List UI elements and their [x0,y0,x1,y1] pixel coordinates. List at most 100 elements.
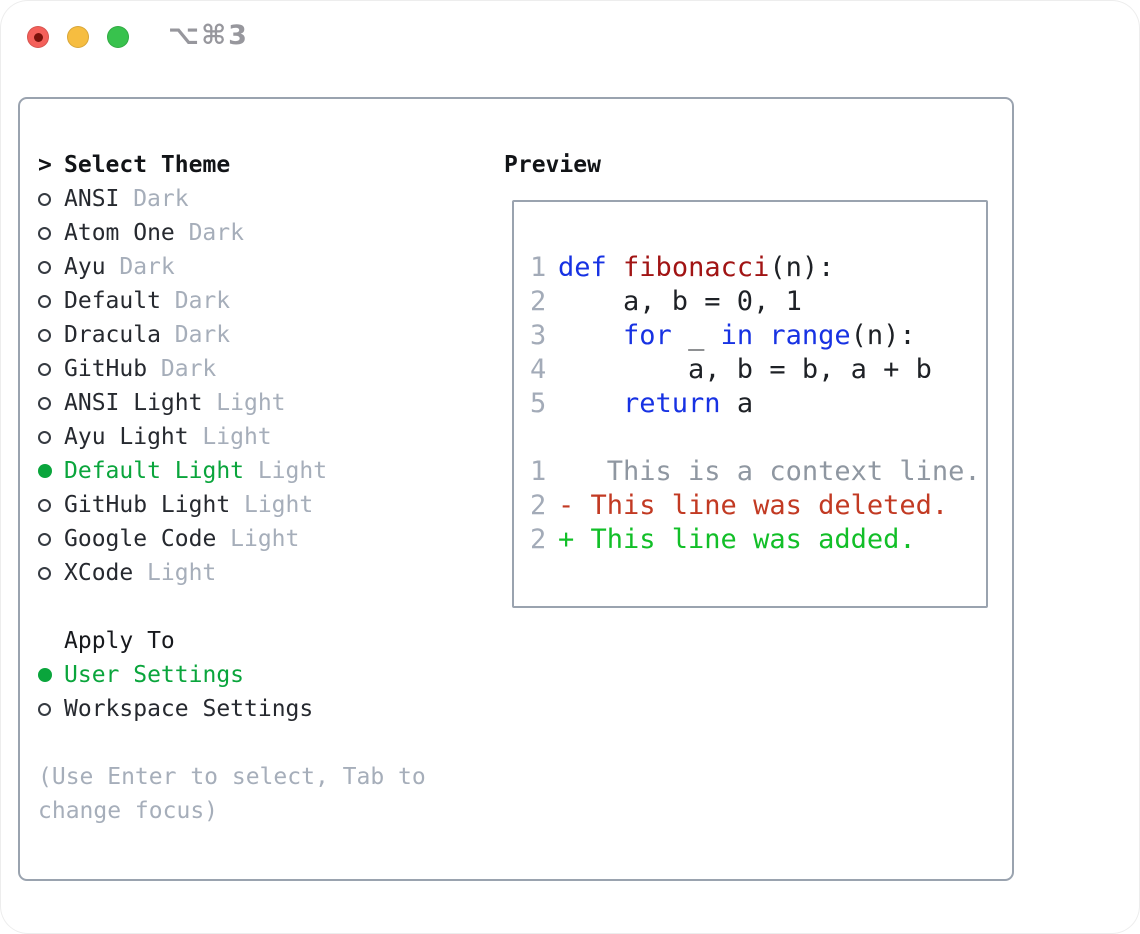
theme-name: Atom One [64,220,175,246]
line-number: 1 [530,251,547,283]
spacer [38,726,498,760]
line-number: 3 [530,319,547,351]
radio-unselected-icon [38,226,51,240]
radio-unselected-icon [38,328,51,342]
radio-marker [38,226,64,240]
code-segment-plain [607,252,623,283]
preview-line: 3 for _ in range(n): [530,318,986,352]
line-number: 4 [530,353,547,385]
radio-unselected-icon [38,260,51,274]
theme-name: GitHub [64,356,148,382]
code-segment-plain: (n): [850,319,916,351]
spacer [38,590,498,624]
code-segment-plain: a [720,387,754,419]
close-button[interactable] [27,26,49,48]
preview-line: 1 def fibonacci(n): [530,250,986,284]
radio-unselected-icon [38,566,51,580]
preview-line: 2+ This line was added. [530,522,986,556]
theme-name: ANSI [64,186,120,212]
radio-marker [38,702,64,716]
minimize-button[interactable] [67,26,89,48]
theme-option[interactable]: GitHub Light Light [38,488,498,522]
apply-option-label: Workspace Settings [64,696,314,722]
code-segment-plain: _ [671,319,721,351]
radio-marker [38,362,64,376]
window-title: ⌥⌘3 [168,20,249,51]
radio-unselected-icon [38,430,51,444]
theme-name: Default [64,288,161,314]
code-segment-keyword: in [720,319,754,351]
line-content: def fibonacci(n): [558,252,834,283]
line-content: This is a context line. [558,456,981,487]
line-content: a, b = 0, 1 [558,286,802,317]
apply-option[interactable]: Workspace Settings [38,692,498,726]
radio-unselected-icon [38,532,51,546]
theme-option[interactable]: Atom One Dark [38,216,498,250]
radio-marker [38,328,64,342]
line-content: a, b = b, a + b [558,354,932,385]
code-segment-keyword: def [558,251,607,283]
line-content: for _ in range(n): [558,320,916,351]
code-segment-context: This is a context line. [558,455,981,487]
code-segment-deleted: - This line was deleted. [558,489,949,521]
theme-option[interactable]: ANSI Dark [38,182,498,216]
theme-name: Ayu Light [64,424,189,450]
theme-option[interactable]: GitHub Dark [38,352,498,386]
code-segment-plain: a, b = b, a + b [558,353,932,385]
theme-name: GitHub Light [64,492,231,518]
theme-variant-tag: Dark [133,186,189,212]
radio-selected-icon [38,668,52,682]
theme-name: Google Code [64,526,217,552]
preview-line: 2 a, b = 0, 1 [530,284,986,318]
code-segment-added: + This line was added. [558,523,916,555]
radio-unselected-icon [38,294,51,308]
radio-unselected-icon [38,192,51,206]
apply-to-heading: Apply To [64,628,175,654]
theme-variant-tag: Dark [160,356,217,382]
code-segment-keyword: for [623,319,672,351]
theme-section-header: > Select Theme [38,148,498,182]
code-segment-plain: (n): [769,251,835,283]
radio-unselected-icon [38,498,51,512]
radio-marker [38,294,64,308]
apply-option[interactable]: User Settings [38,658,498,692]
theme-variant-tag: Dark [188,220,244,246]
radio-marker [38,668,64,682]
theme-name: Dracula [64,322,161,348]
theme-option[interactable]: Ayu Light Light [38,420,498,454]
radio-selected-icon [38,464,52,478]
radio-marker [38,396,64,410]
preview-line: 2- This line was deleted. [530,488,986,522]
line-content: - This line was deleted. [558,490,948,521]
code-segment-keyword: range [769,319,851,351]
footer-hint-line-1: (Use Enter to select, Tab to [38,764,426,790]
line-number: 1 [530,455,547,487]
code-segment-plain [558,388,623,419]
code-segment-plain: a, b = 0, 1 [558,285,802,317]
radio-marker [38,532,64,546]
theme-variant-tag: Light [243,492,314,518]
theme-name: XCode [64,560,134,586]
radio-unselected-icon [38,702,51,716]
theme-variant-tag: Light [202,424,272,450]
preview-heading: Preview [504,152,601,178]
preview-line [530,420,986,454]
line-number: 5 [530,387,547,419]
radio-marker [38,566,64,580]
line-content: return a [558,388,753,419]
radio-unselected-icon [38,396,51,410]
zoom-button[interactable] [107,26,129,48]
theme-name: ANSI Light [64,390,203,416]
line-number: 2 [530,285,547,317]
